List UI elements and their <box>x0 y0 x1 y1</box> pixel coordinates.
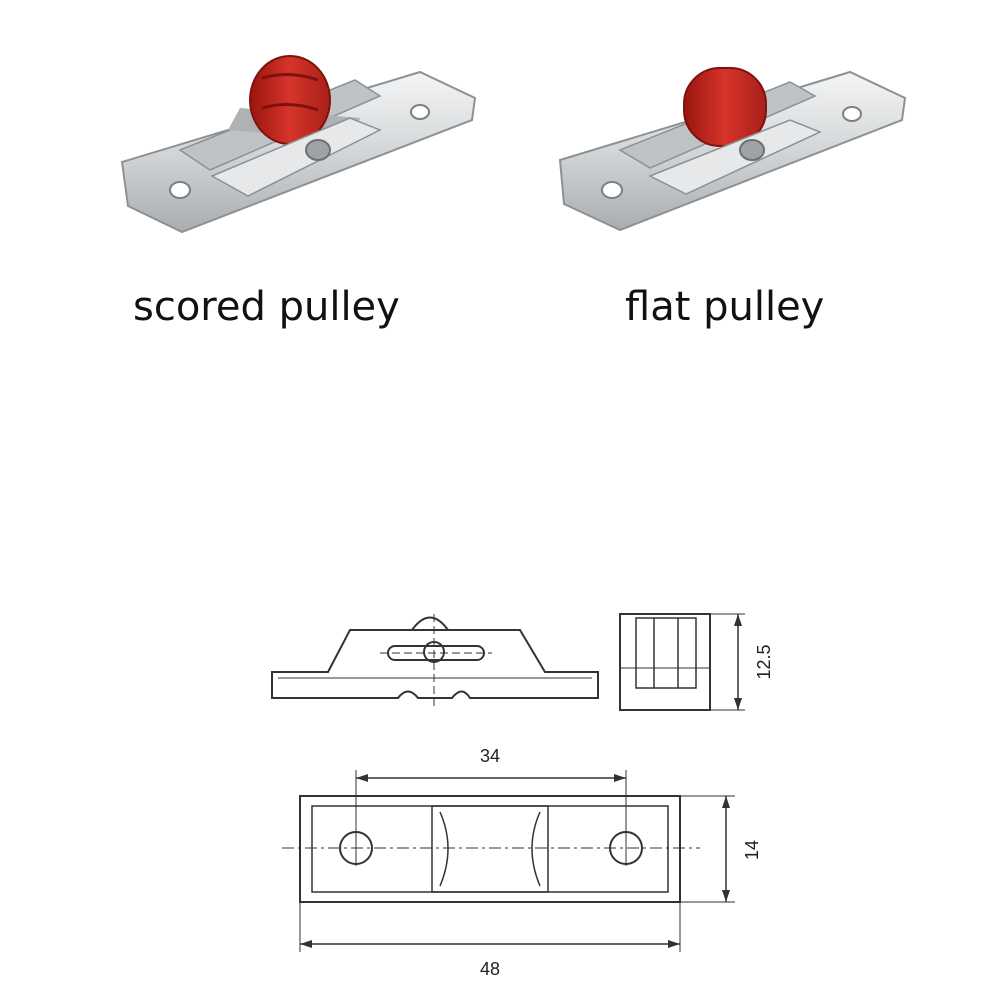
flat-pulley-label: flat pulley <box>625 284 825 330</box>
dimension-length-label: 48 <box>480 959 500 979</box>
dimension-width-label: 14 <box>742 840 762 860</box>
scored-pulley-image <box>120 55 477 234</box>
flat-pulley-image <box>558 67 907 232</box>
top-view-drawing <box>282 770 735 952</box>
end-view-drawing <box>619 613 745 711</box>
dimension-height-label: 12.5 <box>754 644 774 679</box>
scored-pulley-label: scored pulley <box>133 284 400 330</box>
side-view-drawing <box>271 614 599 710</box>
dimension-hole-spacing-label: 34 <box>480 746 500 766</box>
